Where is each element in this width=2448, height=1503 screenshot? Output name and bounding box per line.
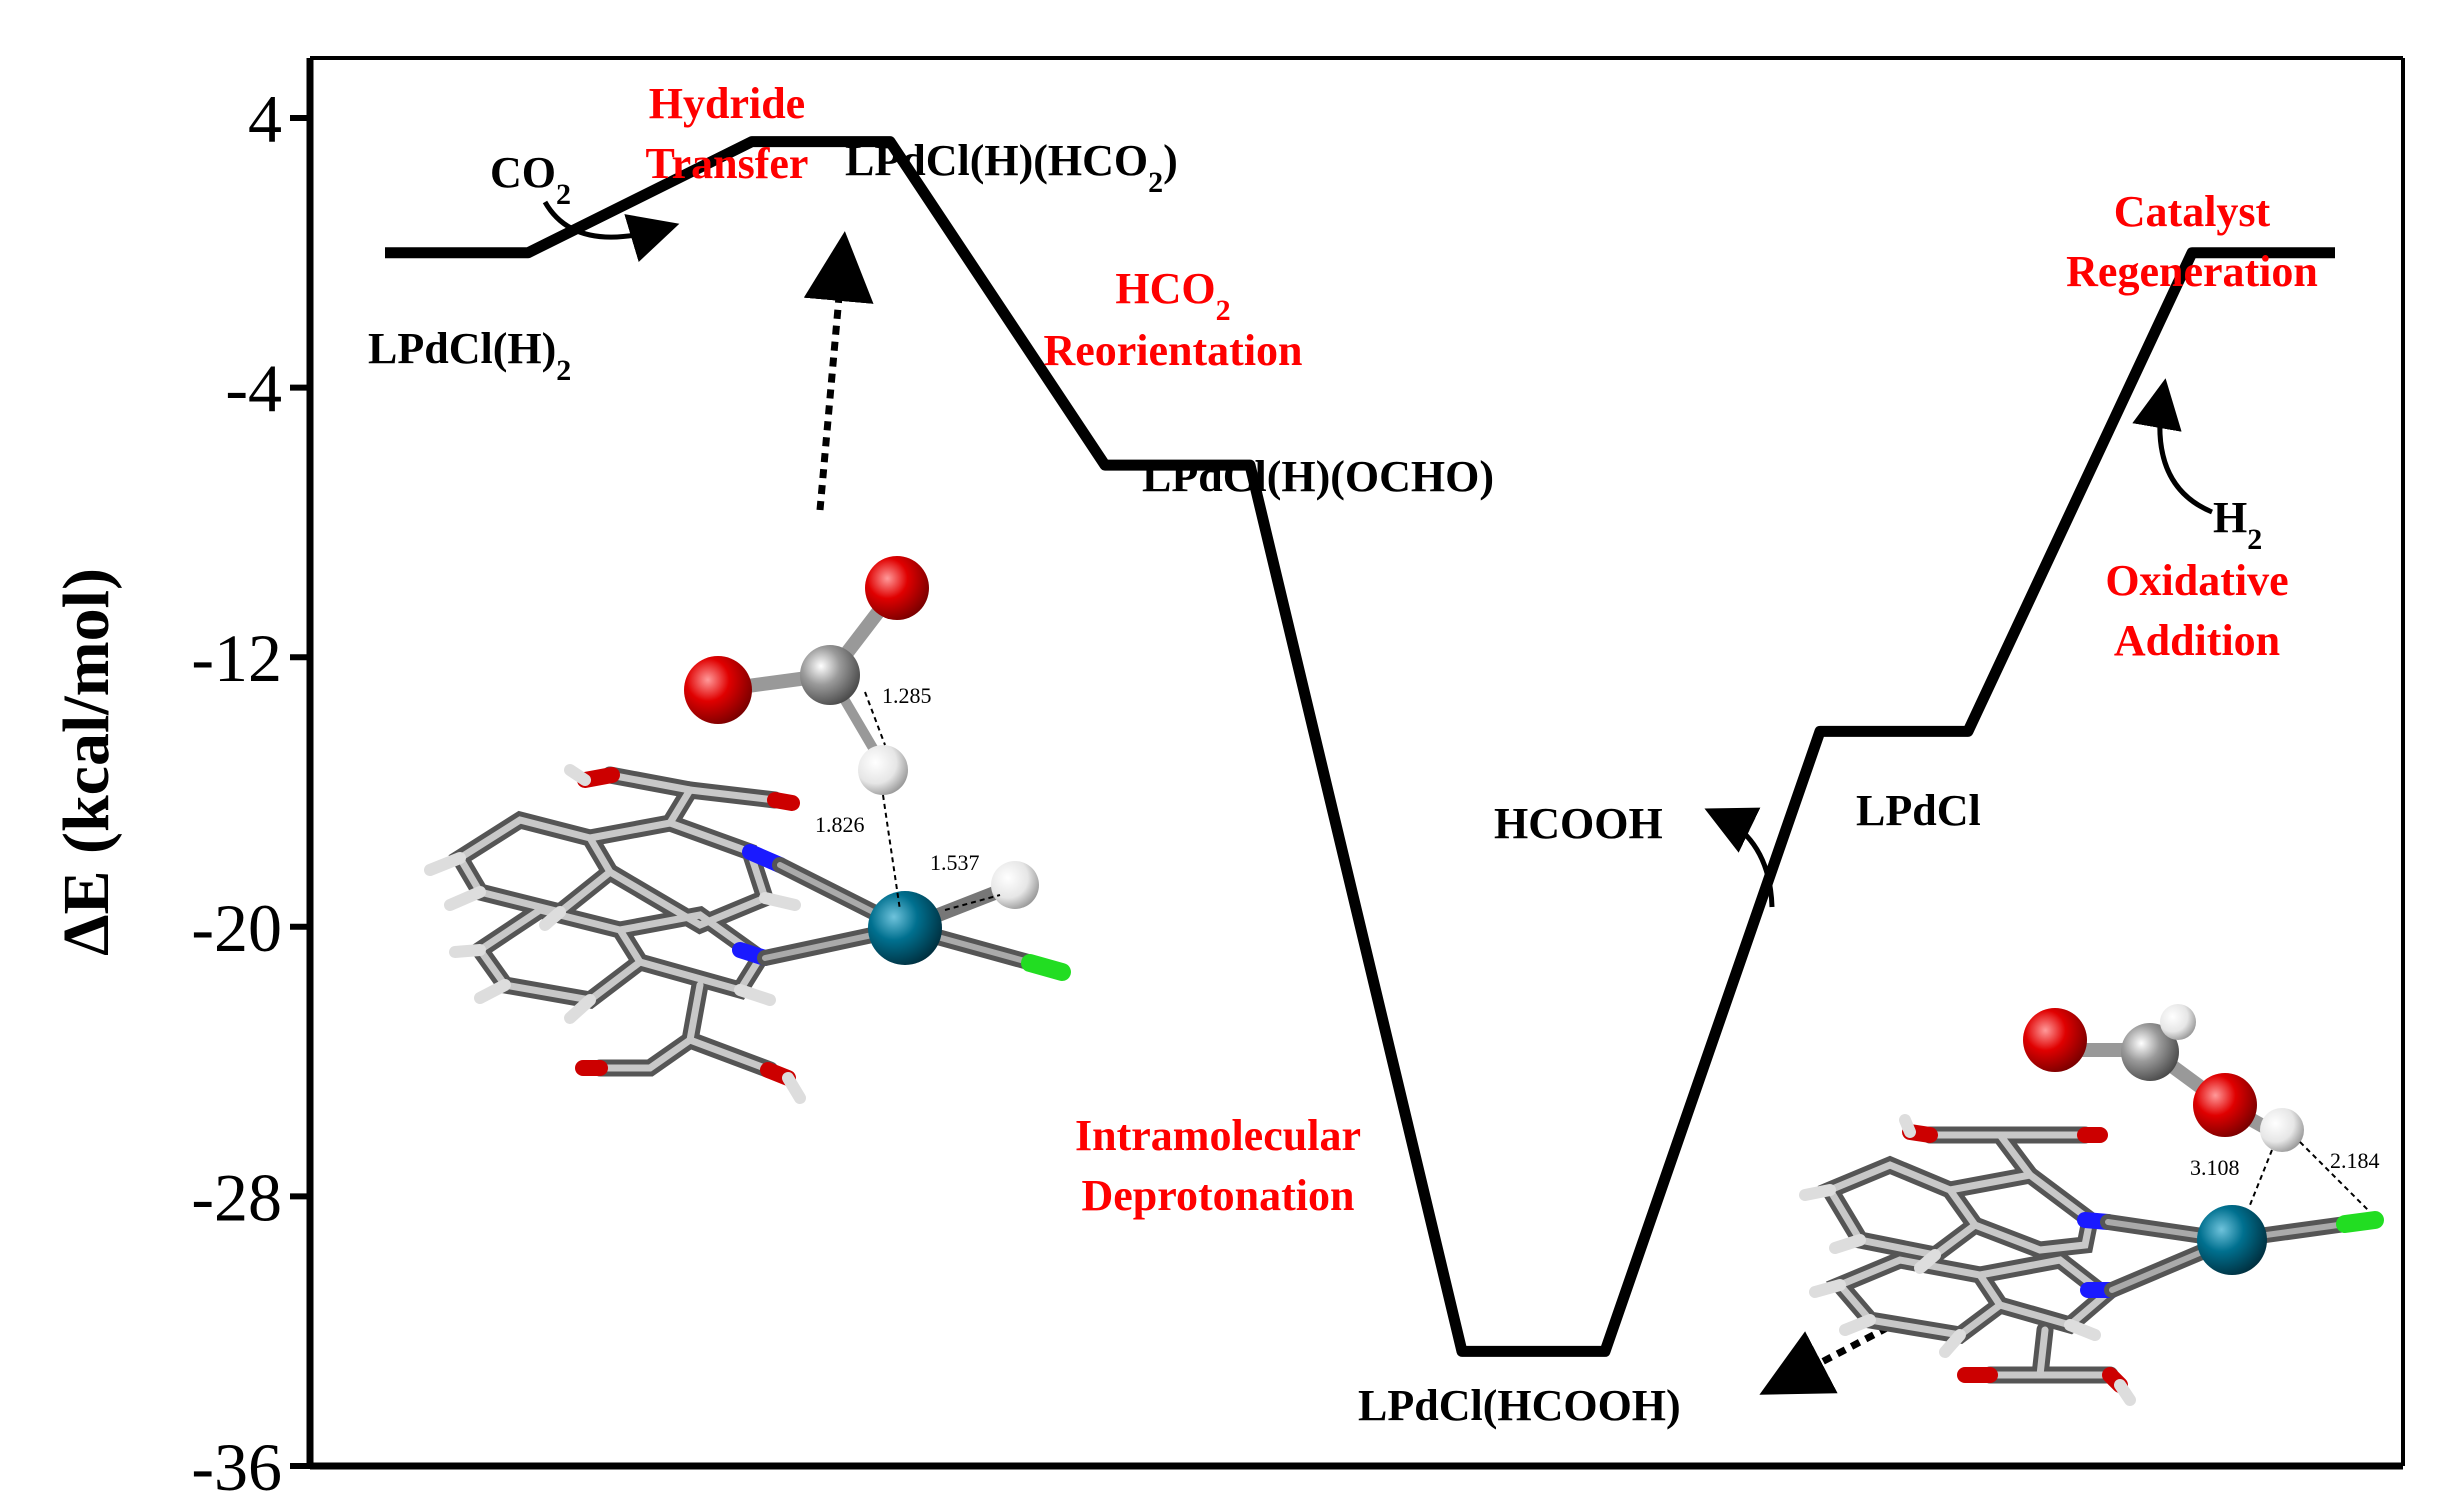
svg-text:Catalyst: Catalyst (2114, 187, 2271, 236)
h2-arrow (2132, 378, 2213, 515)
pointer-arrow-hcooh-complex (1759, 1316, 1904, 1395)
distance-label: 1.826 (815, 812, 865, 837)
step-label-hydride-transfer: Hydride Transfer (646, 79, 809, 188)
co2-arrow (542, 200, 680, 262)
reagent-co2-in: CO2 (490, 148, 680, 262)
reagent-hcooh-out: HCOOH (1494, 799, 1775, 908)
svg-text:Intramolecular: Intramolecular (1075, 1111, 1361, 1160)
svg-text:Hydride: Hydride (649, 79, 805, 128)
plot-frame (306, 56, 2405, 1470)
y-tick-label: 4 (248, 81, 282, 157)
distance-label: 1.537 (930, 850, 980, 875)
svg-text:Addition: Addition (2114, 616, 2280, 665)
svg-text:Oxidative: Oxidative (2105, 556, 2288, 605)
svg-text:HCO2: HCO2 (1115, 264, 1230, 327)
level-label-lpdcl-hcooh: LPdCl(HCOOH) (1358, 1381, 1681, 1430)
distance-label: 2.184 (2330, 1148, 2380, 1173)
y-axis-title: ΔE (kcal/mol) (50, 568, 123, 956)
molecule-hcooh-complex: 3.108 2.184 (1799, 1004, 2384, 1406)
y-ticks: 4 -4 -12 -20 -28 -36 (191, 81, 310, 1503)
molecule-hydride-transfer-ts: 1.285 1.826 1.537 (424, 556, 1071, 1104)
hcooh-arrow (1704, 807, 1775, 908)
step-label-catalyst-regeneration: Catalyst Regeneration (2066, 187, 2318, 296)
svg-text:H2: H2 (2213, 493, 2262, 556)
svg-text:Regeneration: Regeneration (2066, 247, 2318, 296)
level-label-lpdcl-h-hco2: LPdCl(H)(HCO2) (845, 136, 1178, 199)
level-label-lpdcl: LPdCl (1856, 786, 1981, 835)
svg-text:Transfer: Transfer (646, 139, 809, 188)
distance-label: 1.285 (882, 683, 932, 708)
y-tick-label: -20 (191, 890, 282, 966)
svg-text:HCOOH: HCOOH (1494, 799, 1663, 848)
distance-label: 3.108 (2190, 1155, 2240, 1180)
step-label-intramolecular-deprotonation: Intramolecular Deprotonation (1075, 1111, 1361, 1220)
pointer-arrow-ts (803, 231, 874, 511)
energy-profile-line (385, 136, 2335, 1357)
step-label-oxidative-addition: Oxidative Addition (2105, 556, 2288, 665)
y-tick-label: -4 (225, 351, 282, 427)
level-label-lpdcl-h-ocho: LPdCl(H)(OCHO) (1142, 452, 1494, 501)
step-label-hco2-reorientation: HCO2 Reorientation (1043, 264, 1302, 375)
y-tick-label: -28 (191, 1159, 282, 1235)
level-label-lpdcl-h2: LPdCl(H)2 (368, 324, 571, 387)
svg-text:CO2: CO2 (490, 148, 571, 211)
ligand-framework (424, 583, 1071, 1104)
reagent-h2-in: H2 (2132, 378, 2262, 556)
y-tick-label: -12 (191, 620, 282, 696)
svg-text:Reorientation: Reorientation (1043, 326, 1302, 375)
svg-text:Deprotonation: Deprotonation (1082, 1171, 1355, 1220)
y-tick-label: -36 (191, 1429, 282, 1503)
